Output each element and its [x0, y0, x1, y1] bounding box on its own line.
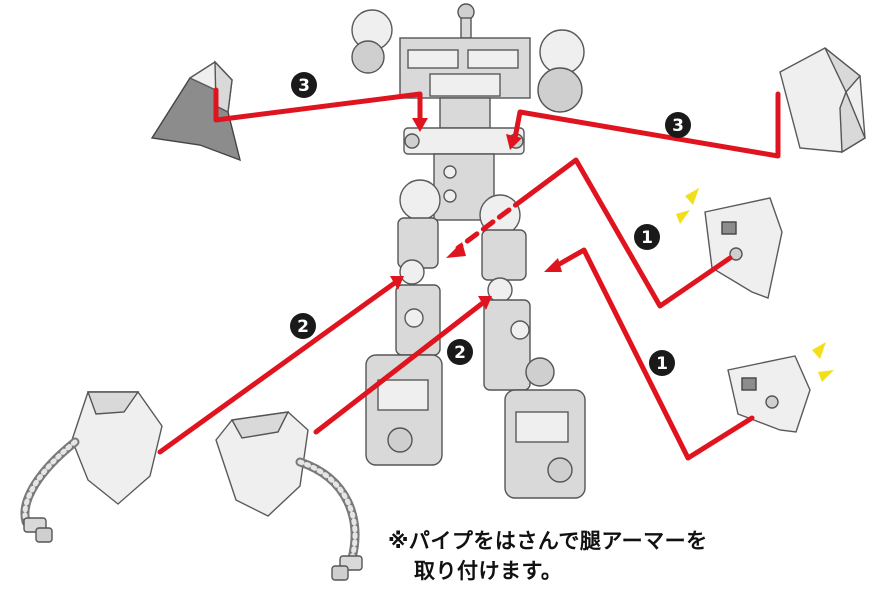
right-shoulder-armor [779, 47, 866, 154]
arrowhead-step3-right [506, 134, 522, 150]
step-marker-3-left: 3 [291, 72, 317, 98]
step-marker-2-left: 2 [290, 313, 316, 339]
attention-spark-icon [812, 342, 834, 382]
arrowhead-step1-lower [544, 258, 562, 272]
arrowhead-step2-left [390, 276, 404, 290]
guide-step1-lower [553, 247, 755, 461]
guide-step1-upper [522, 157, 733, 309]
assembly-note: ※パイプをはさんで腿アーマーを 取り付けます。 [388, 526, 808, 586]
assembly-guides [157, 87, 781, 461]
step-number: 1 [656, 354, 668, 374]
arrowhead-step1-upper [446, 242, 466, 258]
note-line-1: ※パイプをはさんで腿アーマーを [388, 529, 708, 553]
torso-vent [429, 73, 501, 97]
torso-panel-right [467, 49, 519, 69]
thigh-plate-lower [727, 355, 811, 433]
right-shoulder-joint [537, 67, 583, 113]
left-foot-detail [377, 379, 429, 411]
waist-crossbar [403, 127, 525, 155]
step-number: 2 [297, 317, 309, 337]
hip-left [399, 179, 441, 221]
thigh-plate-upper [704, 197, 783, 299]
attention-spark-icon [676, 188, 699, 224]
left-knee-hex [399, 259, 425, 285]
left-thigh [397, 217, 439, 269]
antenna-rod [460, 17, 472, 39]
leg-armor-left [20, 391, 163, 543]
guide-step2-right [313, 299, 487, 435]
right-thigh [481, 229, 527, 281]
step-number: 1 [641, 228, 653, 248]
waist-peg-left [404, 133, 420, 149]
robot-frame [351, 3, 586, 499]
spine-hole-1 [443, 165, 457, 179]
left-ankle [387, 427, 413, 453]
torso-panel-left [407, 49, 459, 69]
right-foot-detail [515, 411, 569, 443]
right-calf-joint [525, 357, 555, 387]
step-marker-1-lower: 1 [649, 350, 675, 376]
guide-step2-left [157, 279, 399, 455]
right-shin-joint [510, 320, 530, 340]
arrowhead-step3-left [412, 118, 428, 132]
note-line-2: 取り付けます。 [414, 559, 563, 583]
step-marker-1-upper: 1 [634, 224, 660, 250]
right-foot [504, 389, 586, 499]
step-number: 3 [672, 116, 684, 136]
left-shin-joint [404, 308, 424, 328]
guide-step3-right [512, 91, 781, 159]
guide-step3-left [213, 87, 423, 125]
left-shoulder-lower [351, 40, 385, 74]
right-shin [483, 299, 531, 391]
guide-step1-upper-dashed [455, 195, 528, 251]
torso-neck [439, 97, 491, 129]
step-number: 2 [454, 343, 466, 363]
leg-armor-right [215, 411, 363, 581]
step-marker-3-right: 3 [665, 112, 691, 138]
step-marker-2-right: 2 [447, 339, 473, 365]
spine-hole-2 [443, 189, 457, 203]
step-number: 3 [298, 76, 310, 96]
right-knee-hex [487, 277, 513, 303]
left-shoulder-armor [150, 60, 242, 162]
right-ankle [547, 457, 573, 483]
arrowhead-step2-right [478, 296, 492, 310]
